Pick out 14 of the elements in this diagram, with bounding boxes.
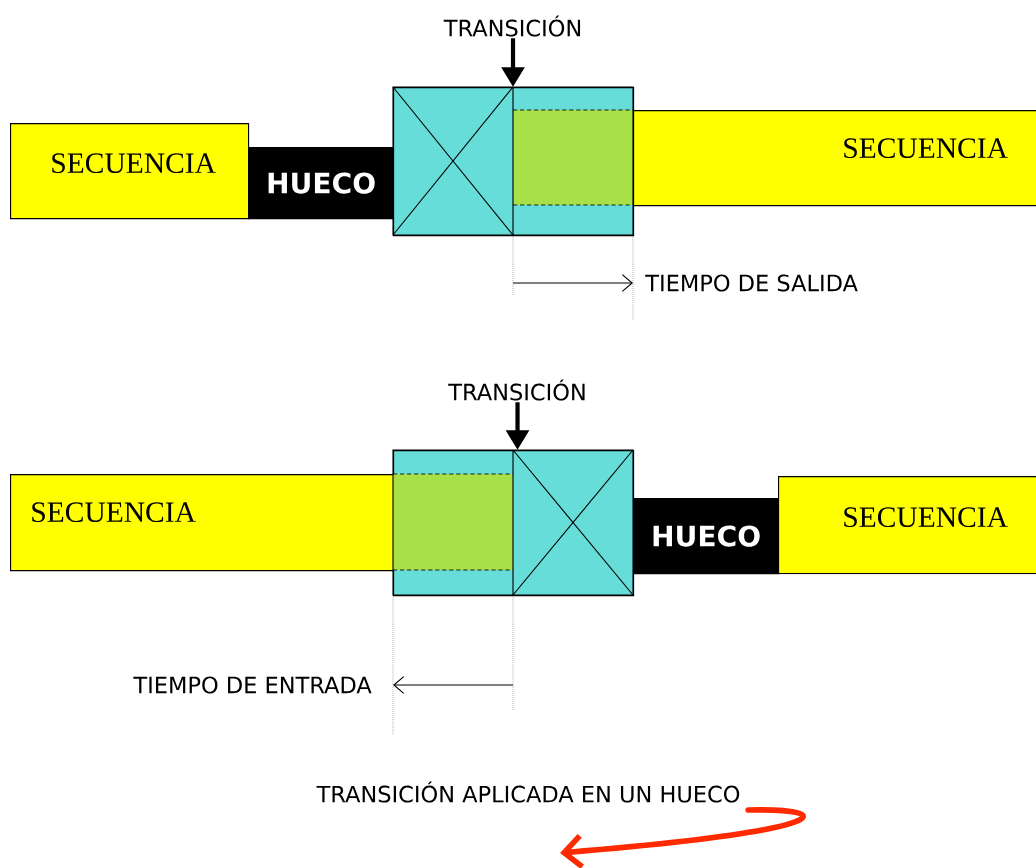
arrow — [560, 807, 806, 868]
gap-bar: HUECO — [248, 147, 395, 220]
transition-box — [392, 86, 635, 237]
gap-bar: HUECO — [633, 498, 780, 575]
sequence-bar: SECUENCIA — [10, 474, 395, 572]
transition-label: TRANSICIÓN — [448, 379, 585, 401]
caption-text: TRANSICIÓN APLICADA EN UN HUECO — [316, 781, 740, 803]
sequence-bar: SECUENCIA — [778, 476, 1036, 575]
sequence-bar: SECUENCIA — [10, 123, 250, 220]
dimension-label: TIEMPO DE ENTRADA — [133, 676, 372, 694]
dimension-label: TIEMPO DE SALIDA — [645, 274, 858, 292]
sequence-bar: SECUENCIA — [633, 110, 1036, 207]
transition-box — [392, 449, 635, 597]
transition-label: TRANSICIÓN — [443, 15, 581, 37]
